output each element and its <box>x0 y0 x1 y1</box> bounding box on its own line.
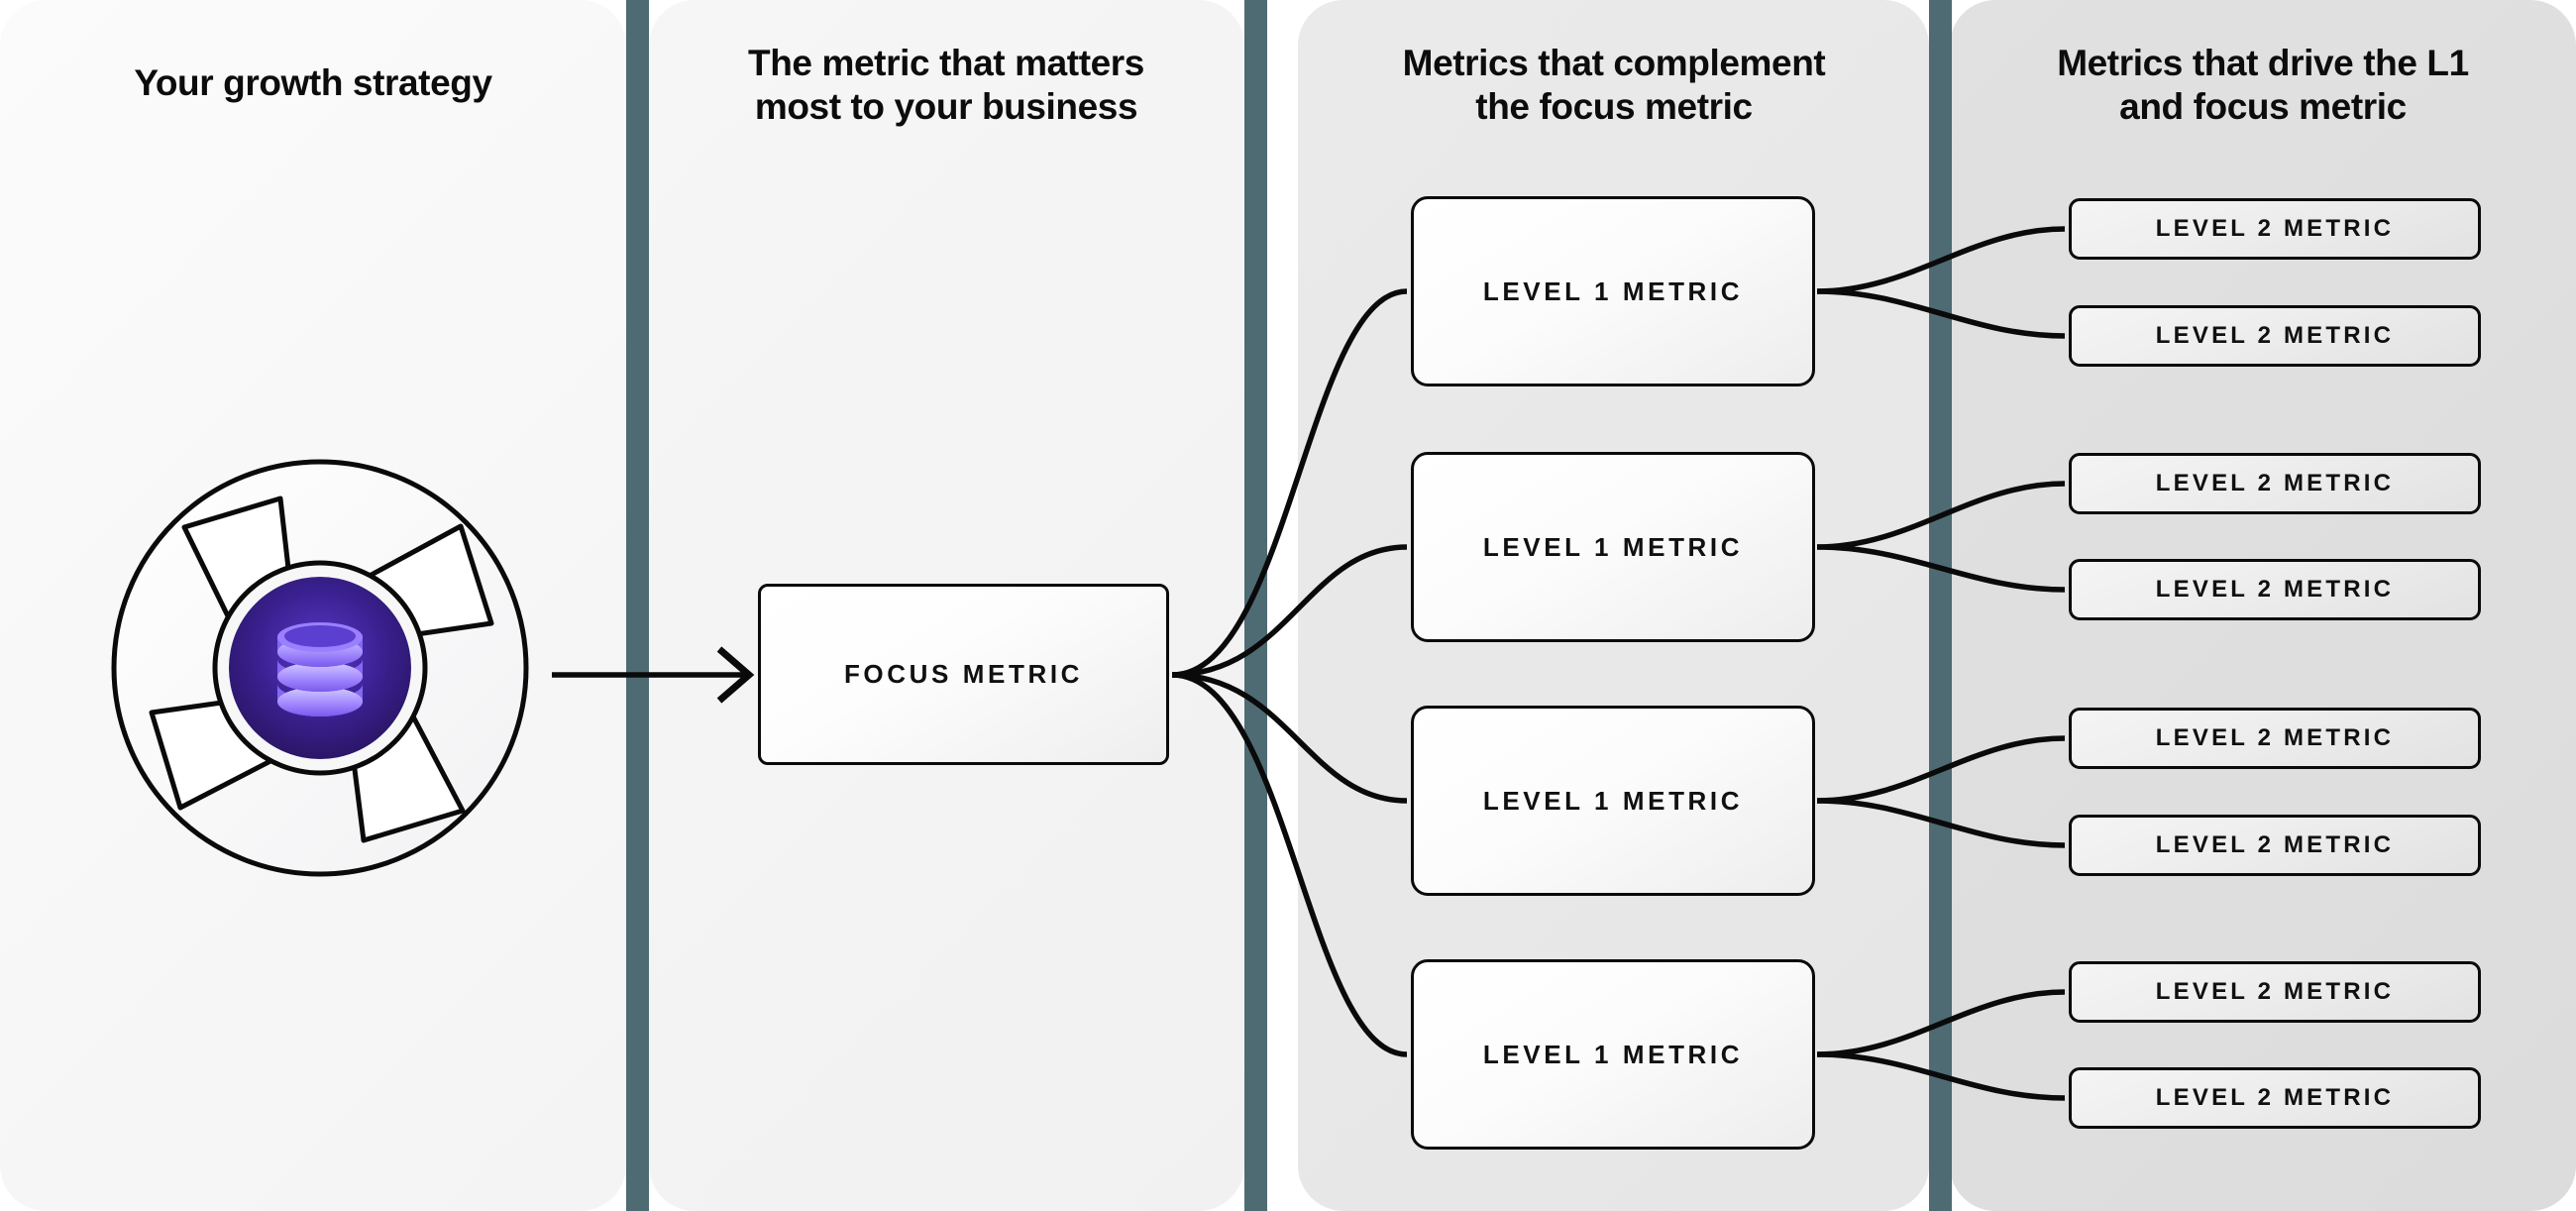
column-title-level1-line1: Metrics that complement <box>1402 43 1826 83</box>
level1-metric-label: LEVEL 1 METRIC <box>1482 531 1744 562</box>
level2-metric-node[interactable]: LEVEL 2 METRIC <box>2069 708 2481 769</box>
column-title-strategy: Your growth strategy <box>40 61 587 105</box>
level2-metric-label: LEVEL 2 METRIC <box>2155 724 2395 751</box>
focus-metric-node[interactable]: FOCUS METRIC <box>758 584 1169 765</box>
level2-metric-node[interactable]: LEVEL 2 METRIC <box>2069 961 2481 1023</box>
focus-metric-label: FOCUS METRIC <box>843 659 1084 689</box>
level2-metric-node[interactable]: LEVEL 2 METRIC <box>2069 815 2481 876</box>
level1-metric-node[interactable]: LEVEL 1 METRIC <box>1411 706 1815 896</box>
column-title-level1: Metrics that complement the focus metric <box>1328 42 1900 128</box>
column-divider-2 <box>1244 0 1267 1211</box>
level2-metric-label: LEVEL 2 METRIC <box>2155 1084 2395 1111</box>
level2-metric-node[interactable]: LEVEL 2 METRIC <box>2069 1067 2481 1129</box>
level1-metric-node[interactable]: LEVEL 1 METRIC <box>1411 196 1815 386</box>
level2-metric-label: LEVEL 2 METRIC <box>2155 978 2395 1005</box>
level1-metric-node[interactable]: LEVEL 1 METRIC <box>1411 959 1815 1150</box>
column-divider-1 <box>626 0 649 1211</box>
database-icon <box>277 622 363 716</box>
column-title-level2: Metrics that drive the L1 and focus metr… <box>1977 42 2549 128</box>
shutter-database-logo <box>111 459 529 877</box>
level1-metric-label: LEVEL 1 METRIC <box>1482 785 1744 816</box>
level1-metric-label: LEVEL 1 METRIC <box>1482 275 1744 306</box>
level2-metric-node[interactable]: LEVEL 2 METRIC <box>2069 305 2481 367</box>
column-title-focus: The metric that matters most to your bus… <box>684 42 1209 128</box>
column-divider-3 <box>1929 0 1952 1211</box>
level2-metric-label: LEVEL 2 METRIC <box>2155 831 2395 858</box>
level2-metric-label: LEVEL 2 METRIC <box>2155 322 2395 349</box>
level2-metric-label: LEVEL 2 METRIC <box>2155 215 2395 242</box>
level1-metric-label: LEVEL 1 METRIC <box>1482 1039 1744 1069</box>
column-title-level1-line2: the focus metric <box>1475 85 1753 127</box>
level2-metric-node[interactable]: LEVEL 2 METRIC <box>2069 453 2481 514</box>
level2-metric-node[interactable]: LEVEL 2 METRIC <box>2069 559 2481 620</box>
column-title-level2-line2: and focus metric <box>2119 85 2407 127</box>
column-title-focus-line2: most to your business <box>754 85 1138 127</box>
level2-metric-label: LEVEL 2 METRIC <box>2155 576 2395 603</box>
level1-metric-node[interactable]: LEVEL 1 METRIC <box>1411 452 1815 642</box>
level2-metric-node[interactable]: LEVEL 2 METRIC <box>2069 198 2481 260</box>
level2-metric-label: LEVEL 2 METRIC <box>2155 470 2395 496</box>
column-title-level2-line1: Metrics that drive the L1 <box>2057 43 2469 83</box>
column-title-focus-line1: The metric that matters <box>748 43 1144 83</box>
column-title-strategy-line1: Your growth strategy <box>134 62 492 103</box>
